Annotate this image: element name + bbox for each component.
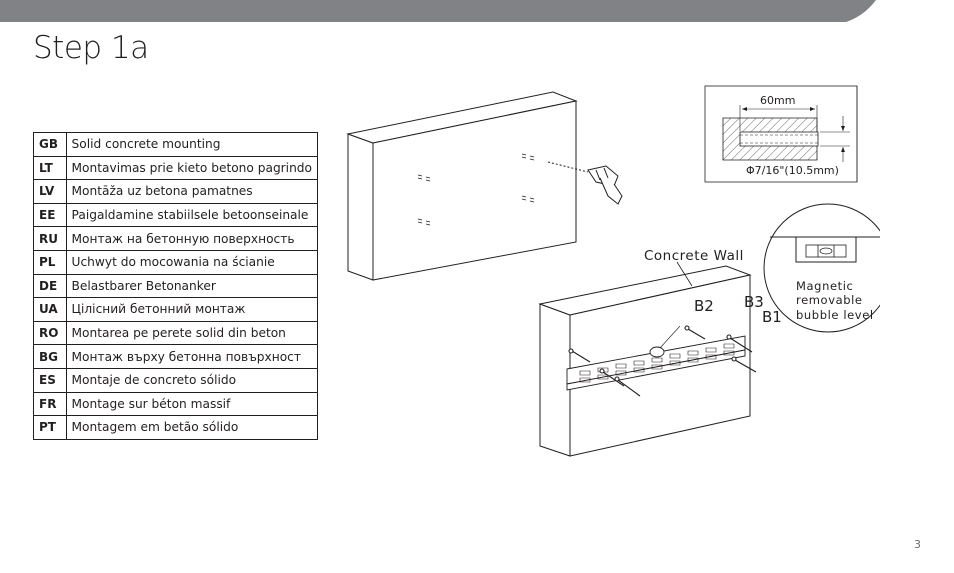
anchor-label-b2: B2 (694, 297, 714, 315)
language-code: EE (33, 202, 67, 228)
language-text: Montāža uz betona pamatnes (65, 179, 319, 204)
drill-holes (417, 153, 535, 226)
language-text: Монтаж на бетонную поверхность (65, 226, 319, 251)
language-text: Монтаж върху бетонна повърхност (65, 344, 319, 369)
language-code: GB (33, 132, 67, 157)
anchor-bolts (568, 325, 757, 397)
language-code: PT (33, 415, 67, 440)
language-text: Montarea pe perete solid din beton (65, 320, 319, 346)
language-code: ES (33, 367, 67, 393)
language-code: RO (33, 320, 67, 346)
diameter-label: Φ7/16"(10.5mm) (746, 164, 839, 177)
top-header-bar (0, 0, 876, 22)
language-text: Montage sur béton massif (65, 391, 319, 417)
language-text: Montaje de concreto sólido (65, 367, 319, 393)
depth-label: 60mm (760, 94, 795, 107)
language-code: LT (33, 155, 67, 181)
language-text: Paigaldamine stabiilsele betoonseinale (65, 202, 319, 228)
concrete-wall-label: Concrete Wall (644, 248, 744, 264)
level-label-line-3: bubble level (796, 308, 874, 322)
anchor-label-b1: B1 (762, 308, 782, 326)
drill-icon (547, 161, 623, 205)
language-code: DE (33, 273, 67, 299)
wall-drilling-view (346, 91, 623, 281)
language-code: BG (33, 344, 67, 369)
language-text: Uchwyt do mocowania na ścianie (65, 249, 319, 275)
level-label-line-2: removable (796, 293, 863, 307)
language-code: FR (33, 391, 67, 417)
language-text: Solid concrete mounting (65, 132, 319, 157)
mounting-illustration: 60mm Φ7/16"(10.5mm) Concrete Wall B2 B3 (346, 85, 880, 457)
language-text: Belastbarer Betonanker (65, 273, 319, 299)
page-number: 3 (914, 538, 921, 551)
language-code: UA (33, 297, 67, 322)
hole-detail-inset (704, 85, 858, 183)
page-title: Step 1a (33, 30, 149, 66)
wall-plate (566, 335, 746, 391)
language-code: RU (33, 226, 67, 251)
language-code: PL (33, 249, 67, 275)
language-text: Montavimas prie kieto betono pagrindo (65, 155, 319, 181)
bubble-level-magnifier (763, 203, 880, 333)
level-label-line-1: Magnetic (796, 279, 853, 293)
language-code: LV (33, 179, 67, 204)
language-text: Цілісний бетонний монтаж (65, 297, 319, 322)
language-text: Montagem em betão sólido (65, 415, 319, 440)
anchor-label-b3: B3 (744, 293, 764, 311)
wall-mounting-view (538, 265, 757, 457)
